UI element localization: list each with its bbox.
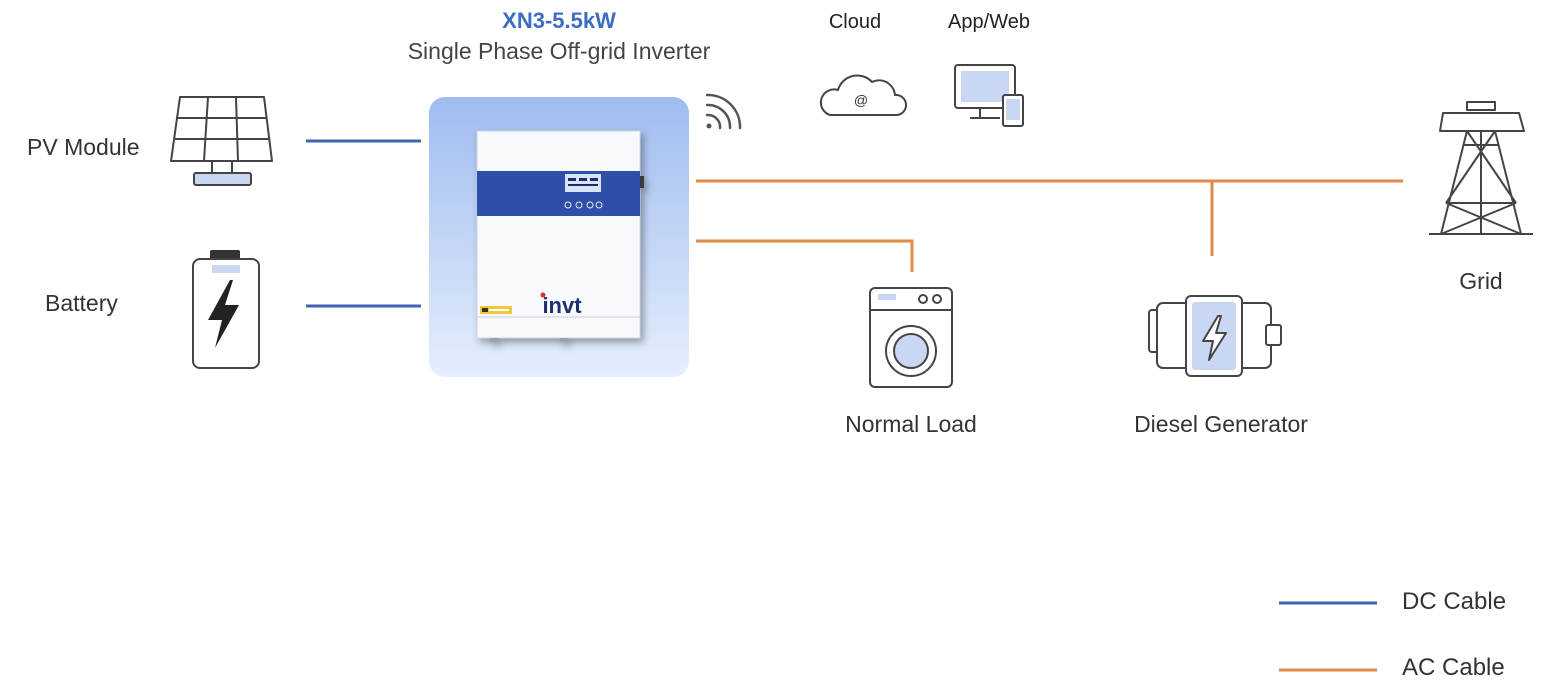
legend-ac-label: AC Cable <box>1402 654 1505 681</box>
transmission-tower-icon <box>1429 101 1533 235</box>
inverter-brand-logo: invt <box>542 293 582 318</box>
normal-load-label: Normal Load <box>845 411 977 437</box>
diesel-generator-label: Diesel Generator <box>1134 411 1308 437</box>
inverter-model-title: XN3-5.5kW <box>502 8 616 33</box>
cloud-label: Cloud <box>828 11 882 33</box>
monitor-phone-icon <box>954 64 1024 127</box>
ac-cable-load <box>696 239 914 272</box>
inverter-display-panel <box>477 171 640 216</box>
ac-cable-grid <box>696 179 1403 256</box>
generator-icon <box>1148 295 1282 377</box>
pv-module-label: PV Module <box>27 134 140 160</box>
legend-dc-label: DC Cable <box>1402 588 1507 615</box>
brand-logo-dot <box>540 292 546 298</box>
cloud-icon: @ <box>819 74 907 116</box>
inverter-buttons <box>564 201 603 209</box>
battery-icon <box>192 250 260 369</box>
grid-label: Grid <box>1459 268 1503 294</box>
svg-text:@: @ <box>854 92 868 108</box>
battery-label: Battery <box>45 290 118 316</box>
app-web-label: App/Web <box>948 11 1030 33</box>
wifi-icon <box>705 93 742 130</box>
solar-panel-icon <box>170 96 273 186</box>
inverter-lcd <box>565 174 601 192</box>
inverter-description: Single Phase Off-grid Inverter <box>407 38 711 64</box>
inverter-icon <box>476 130 644 342</box>
washing-machine-icon <box>869 287 953 388</box>
